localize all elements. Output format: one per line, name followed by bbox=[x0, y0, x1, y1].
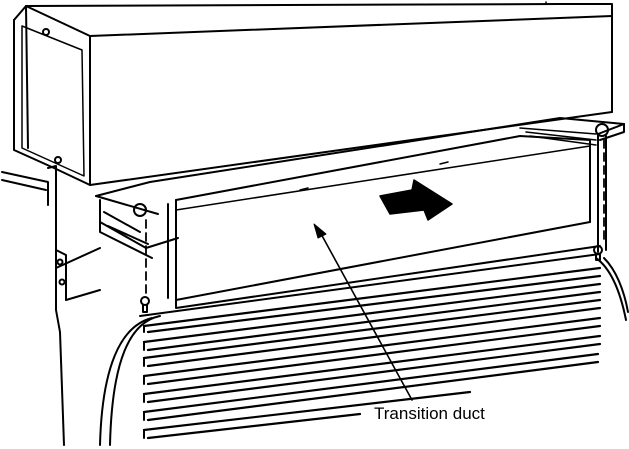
callout-leader bbox=[313, 223, 413, 401]
left-bracket-hole bbox=[133, 203, 147, 217]
lower-cabinet bbox=[99, 245, 629, 446]
left-cabinet-wall bbox=[1, 165, 101, 446]
grille-slats bbox=[142, 266, 602, 440]
airflow-arrow-icon bbox=[379, 179, 453, 221]
alignment-guides bbox=[145, 139, 605, 297]
right-bracket-hole bbox=[595, 123, 609, 137]
left-mounting-screw bbox=[140, 296, 150, 306]
housing-screw bbox=[54, 156, 62, 164]
housing-screw bbox=[42, 28, 50, 36]
transition-duct bbox=[167, 135, 591, 301]
transition-duct-label: Transition duct bbox=[374, 404, 485, 423]
